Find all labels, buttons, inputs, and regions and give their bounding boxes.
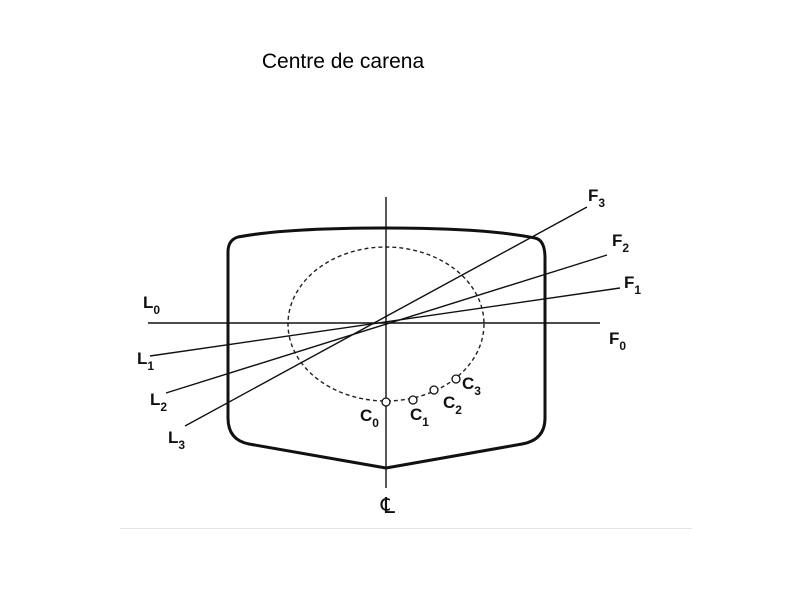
waterline-3 (184, 206, 588, 427)
buoyancy-point-c1 (408, 395, 418, 405)
waterline-2 (165, 254, 608, 394)
label-l0: L0 (143, 293, 160, 317)
buoyancy-point-c3 (451, 374, 461, 384)
buoyancy-point-c0 (381, 397, 391, 407)
label-l3: L3 (168, 428, 185, 452)
label-c1: C1 (410, 405, 429, 429)
label-c0: C0 (360, 406, 379, 430)
centerline-symbol: ℄ (380, 494, 396, 519)
bottom-divider (120, 528, 692, 529)
label-f1: F1 (624, 273, 641, 297)
hull-outline (226, 226, 547, 470)
label-c2: C2 (443, 393, 462, 417)
waterline-1 (149, 287, 621, 357)
label-l2: L2 (150, 390, 167, 414)
page-title: Centre de carena (261, 50, 425, 73)
label-c3: C3 (462, 374, 481, 398)
label-f0: F0 (609, 329, 626, 353)
label-l1: L1 (137, 349, 154, 373)
buoyancy-point-c2 (429, 385, 439, 395)
label-f2: F2 (612, 231, 629, 255)
label-f3: F3 (588, 186, 605, 210)
